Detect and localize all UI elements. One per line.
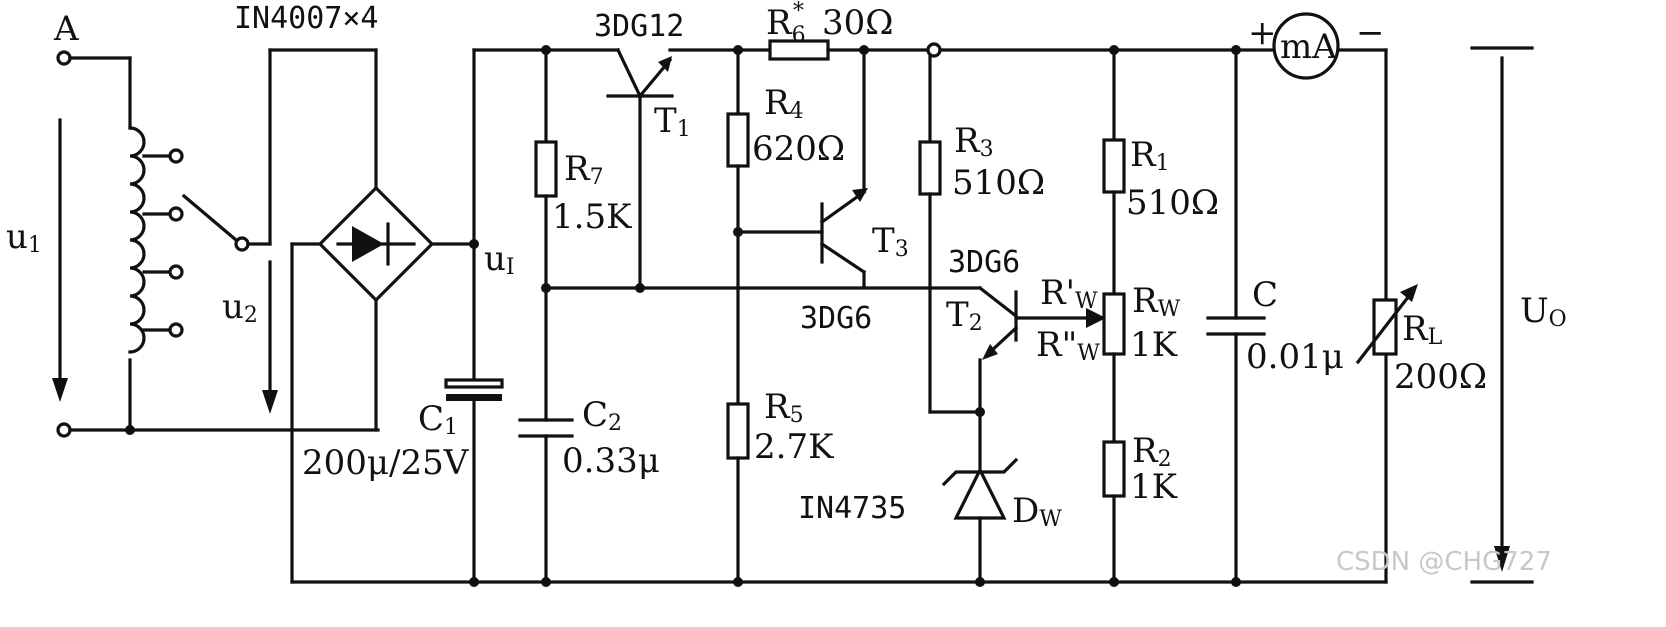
u1-label: u1 [6,217,42,258]
diode-bridge-label: IN4007×4 [234,1,379,36]
dw-type-label: IN4735 [798,491,906,526]
rl-value: 200Ω [1394,357,1487,397]
transformer [52,48,380,438]
r1-label: R1 [1130,135,1170,176]
feedback-divider [1102,48,1126,584]
transformer-winding [128,126,146,354]
ui-label: uI [484,239,515,280]
resistor-r3 [918,140,942,196]
meter-label: mA [1280,27,1337,67]
tap-2[interactable] [168,206,184,222]
r6-value: 30Ω [822,3,893,43]
resistor-r4 [726,112,750,168]
terminal-b[interactable] [56,422,72,438]
tap-4[interactable] [168,322,184,338]
load-rl [1355,284,1418,365]
r2-label: R2 [1132,431,1172,472]
r3-t2-zener [918,54,1106,584]
tap-selector-switch[interactable] [181,193,239,243]
c1-value: 200μ/25V [302,443,470,483]
tap-3[interactable] [168,264,184,280]
r2-value: 1K [1130,467,1178,507]
capacitor-c [1206,48,1266,584]
r7-label: R7 [564,149,604,190]
c2-value: 0.33μ [562,441,660,481]
c-value: 0.01μ [1246,337,1344,377]
rw-upper-label: R'W [1040,273,1098,314]
r5-label: R5 [764,387,804,428]
rw-value: 1K [1130,325,1178,365]
t3-label: T3 [872,221,909,262]
t1-type-label: 3DG12 [594,9,684,44]
c-label: C [1252,275,1278,315]
rw-lower-label: R"W [1036,325,1100,366]
t3-type-label: 3DG6 [800,301,872,336]
transistor-t3 [819,48,868,290]
resistor-r7 [534,140,558,198]
uo-label: UO [1520,291,1567,332]
t2-type-label: 3DG6 [948,245,1020,280]
r3-label: R3 [954,121,994,162]
rl-label: RL [1402,309,1443,350]
tap-1[interactable] [168,148,184,164]
meter-minus: − [1356,13,1385,53]
junction-dots [125,45,1241,587]
t2-label: T2 [946,295,983,336]
u2-label: u2 [222,287,258,328]
r4-label: R4 [764,83,804,124]
resistor-r2 [1102,440,1126,498]
t1-label: T1 [654,101,691,142]
r4-r5-branch [726,48,824,584]
c1-label: C1 [418,399,458,440]
r7-value: 1.5K [552,197,632,237]
dw-label: DW [1012,491,1062,532]
potentiometer-rw[interactable] [1102,292,1126,356]
capacitor-c1 [444,378,504,401]
watermark: CSDN @CHG727 [1336,547,1552,577]
zener-dw [953,466,1007,520]
diode-bridge [290,48,476,584]
r1-value: 510Ω [1126,183,1219,223]
rw-label: RW [1132,281,1181,322]
c2-label: C2 [582,395,622,436]
terminal-a-label: A [53,9,79,49]
labels: A IN4007×4 3DG12 R6 * 30Ω u1 u2 uI R7 1.… [6,0,1567,577]
resistor-r1 [1102,138,1126,194]
r3-value: 510Ω [952,163,1045,203]
transistor-t1 [606,47,772,290]
meter-plus: + [1248,13,1277,53]
resistor-r5 [726,402,750,460]
r4-value: 620Ω [752,129,845,169]
r7-c2-branch [518,48,982,584]
output-voltage-indicator [1470,46,1534,584]
terminal-a[interactable] [56,50,72,66]
milliammeter [1272,12,1340,80]
r6-star: * [793,0,804,24]
r6-label: R6 [766,3,806,48]
r5-value: 2.7K [754,427,834,467]
